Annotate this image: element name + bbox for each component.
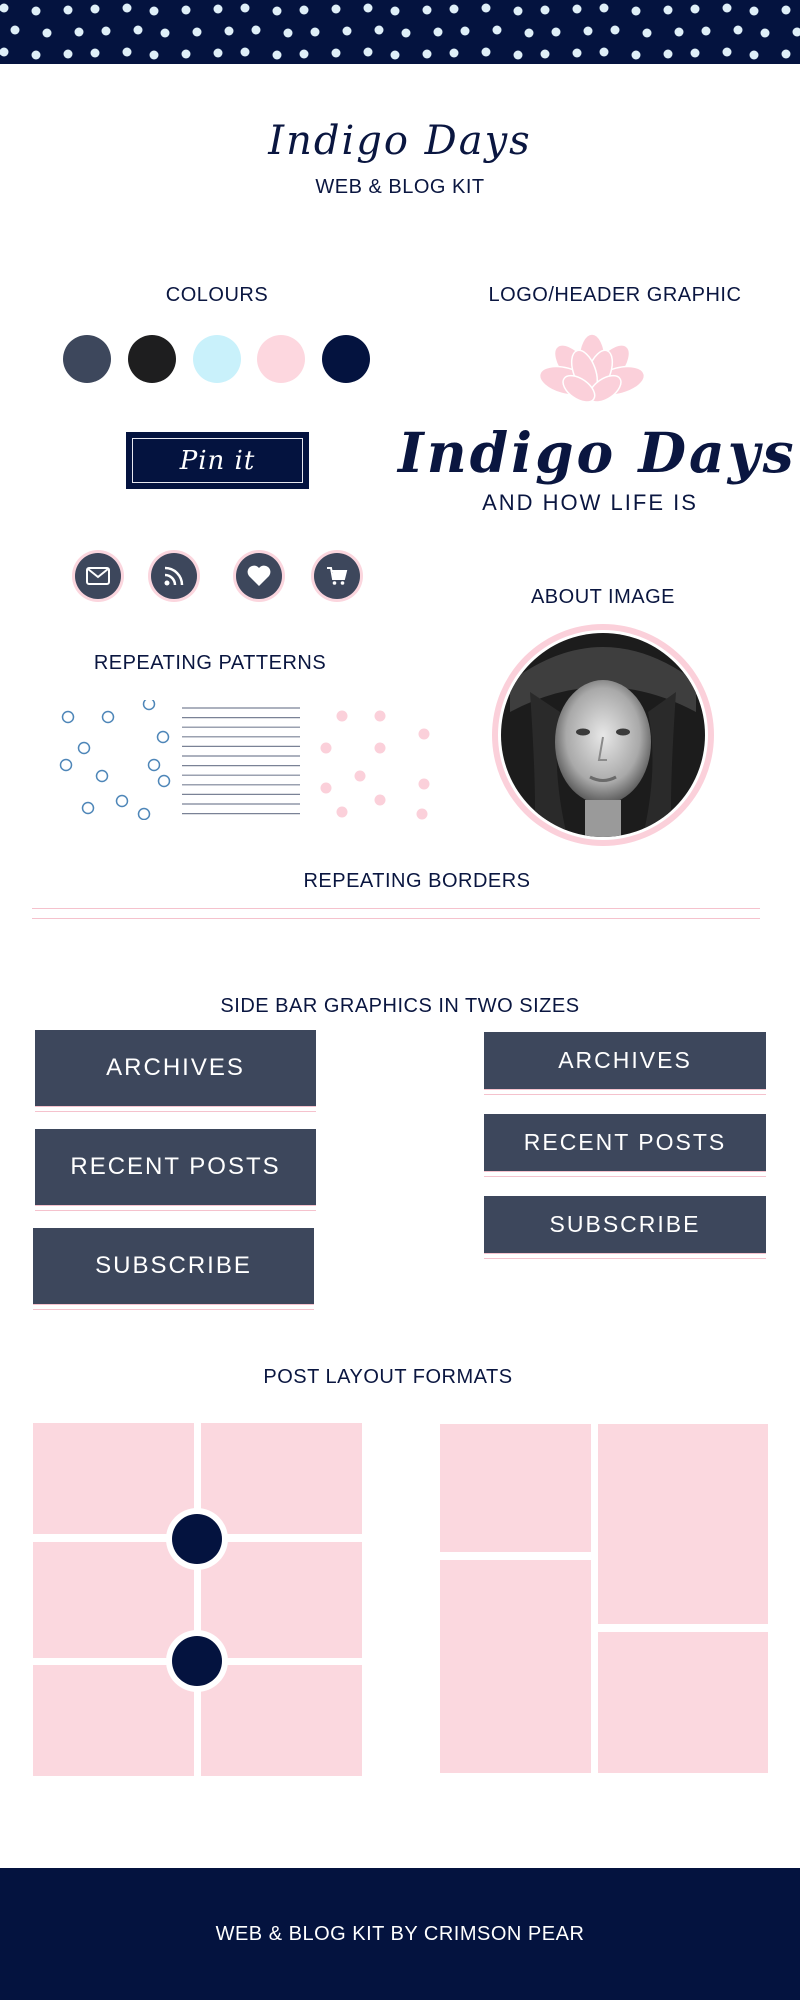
pin-it-label: Pin it: [132, 438, 303, 483]
colour-swatch: [257, 335, 305, 383]
post-layouts-heading: POST LAYOUT FORMATS: [263, 1366, 513, 1388]
mail-icon: [75, 553, 121, 599]
colour-swatch: [322, 335, 370, 383]
post-tile: [440, 1560, 591, 1773]
rss-icon: [151, 553, 197, 599]
logo-tagline: AND HOW LIFE IS: [482, 490, 698, 515]
heart-icon: [236, 553, 282, 599]
logo-heading: LOGO/HEADER GRAPHIC: [488, 284, 742, 306]
post-tile: [201, 1423, 362, 1534]
mail-button[interactable]: [72, 550, 124, 602]
dot-band-pattern: [0, 3, 800, 60]
post-tile: [440, 1424, 591, 1552]
sidebar-large-archives-button[interactable]: ARCHIVES: [35, 1030, 316, 1112]
pattern-pink-dots: [320, 710, 430, 820]
page-subtitle: WEB & BLOG KIT: [315, 176, 485, 198]
post-tile: [201, 1542, 362, 1658]
post-tile: [598, 1632, 768, 1773]
border-sample: [32, 908, 760, 919]
post-tile: [33, 1665, 194, 1776]
sidebar-heading: SIDE BAR GRAPHICS IN TWO SIZES: [220, 995, 580, 1017]
post-tile: [201, 1665, 362, 1776]
top-dot-band: [0, 0, 800, 64]
about-heading: ABOUT IMAGE: [530, 586, 676, 608]
page-title: Indigo Days: [268, 118, 532, 164]
colours-heading: COLOURS: [165, 284, 269, 306]
footer-bar: WEB & BLOG KIT BY CRIMSON PEAR: [0, 1868, 800, 2000]
rss-button[interactable]: [148, 550, 200, 602]
colour-swatch: [193, 335, 241, 383]
about-portrait-image: [492, 624, 714, 846]
logo-wordmark: Indigo Days: [398, 420, 797, 485]
cart-icon: [314, 553, 360, 599]
pattern-grey-stripes: [182, 707, 300, 815]
post-tile: [33, 1423, 194, 1534]
colour-swatch: [63, 335, 111, 383]
post-tile: [33, 1542, 194, 1658]
footer-text: WEB & BLOG KIT BY CRIMSON PEAR: [215, 1922, 585, 1945]
sidebar-large-subscribe-button[interactable]: SUBSCRIBE: [33, 1228, 314, 1310]
pin-it-button[interactable]: Pin it: [126, 432, 309, 489]
pattern-blue-circles: [59, 700, 171, 820]
patterns-heading: REPEATING PATTERNS: [93, 652, 327, 674]
colour-swatch: [128, 335, 176, 383]
sidebar-large-recent-posts-button[interactable]: RECENT POSTS: [35, 1129, 316, 1211]
cart-button[interactable]: [311, 550, 363, 602]
post-marker: [166, 1630, 228, 1692]
post-marker: [166, 1508, 228, 1570]
borders-heading: REPEATING BORDERS: [303, 870, 531, 892]
lotus-flower-icon: [540, 333, 644, 403]
heart-button[interactable]: [233, 550, 285, 602]
sidebar-small-recent-posts-button[interactable]: RECENT POSTS: [484, 1114, 766, 1177]
sidebar-small-subscribe-button[interactable]: SUBSCRIBE: [484, 1196, 766, 1259]
sidebar-small-archives-button[interactable]: ARCHIVES: [484, 1032, 766, 1095]
post-tile: [598, 1424, 768, 1624]
